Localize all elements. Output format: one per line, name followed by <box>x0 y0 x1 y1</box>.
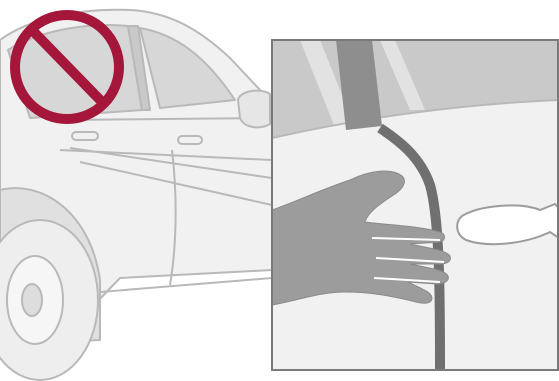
car-mirror <box>238 91 270 128</box>
car-wheel-center <box>22 284 42 316</box>
car-rocker <box>100 278 272 292</box>
detail-view <box>272 40 559 370</box>
